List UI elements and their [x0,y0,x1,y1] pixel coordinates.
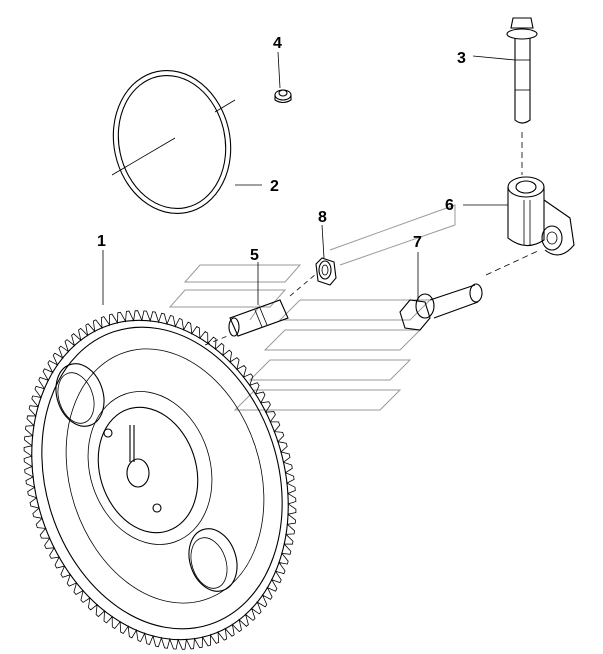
gear [23,310,297,650]
bolt [506,17,538,175]
callout-6: 6 [445,197,454,214]
callout-2: 2 [270,178,279,195]
callout-3: 3 [457,50,466,67]
nut-small [274,89,292,104]
o-ring [111,69,236,215]
callout-8: 8 [318,209,327,226]
callout-7: 7 [413,234,422,251]
support-bracket [507,176,575,256]
pin [204,273,317,346]
gear-tooth-profile [23,310,297,650]
nut-hex [315,257,337,286]
watermark-logo [168,204,456,411]
gear-teeth [23,310,297,650]
shaft-bolt [399,249,541,331]
leader-lines [102,51,516,305]
callout-1: 1 [97,233,106,250]
callout-5: 5 [250,247,259,264]
callout-4: 4 [273,35,282,52]
